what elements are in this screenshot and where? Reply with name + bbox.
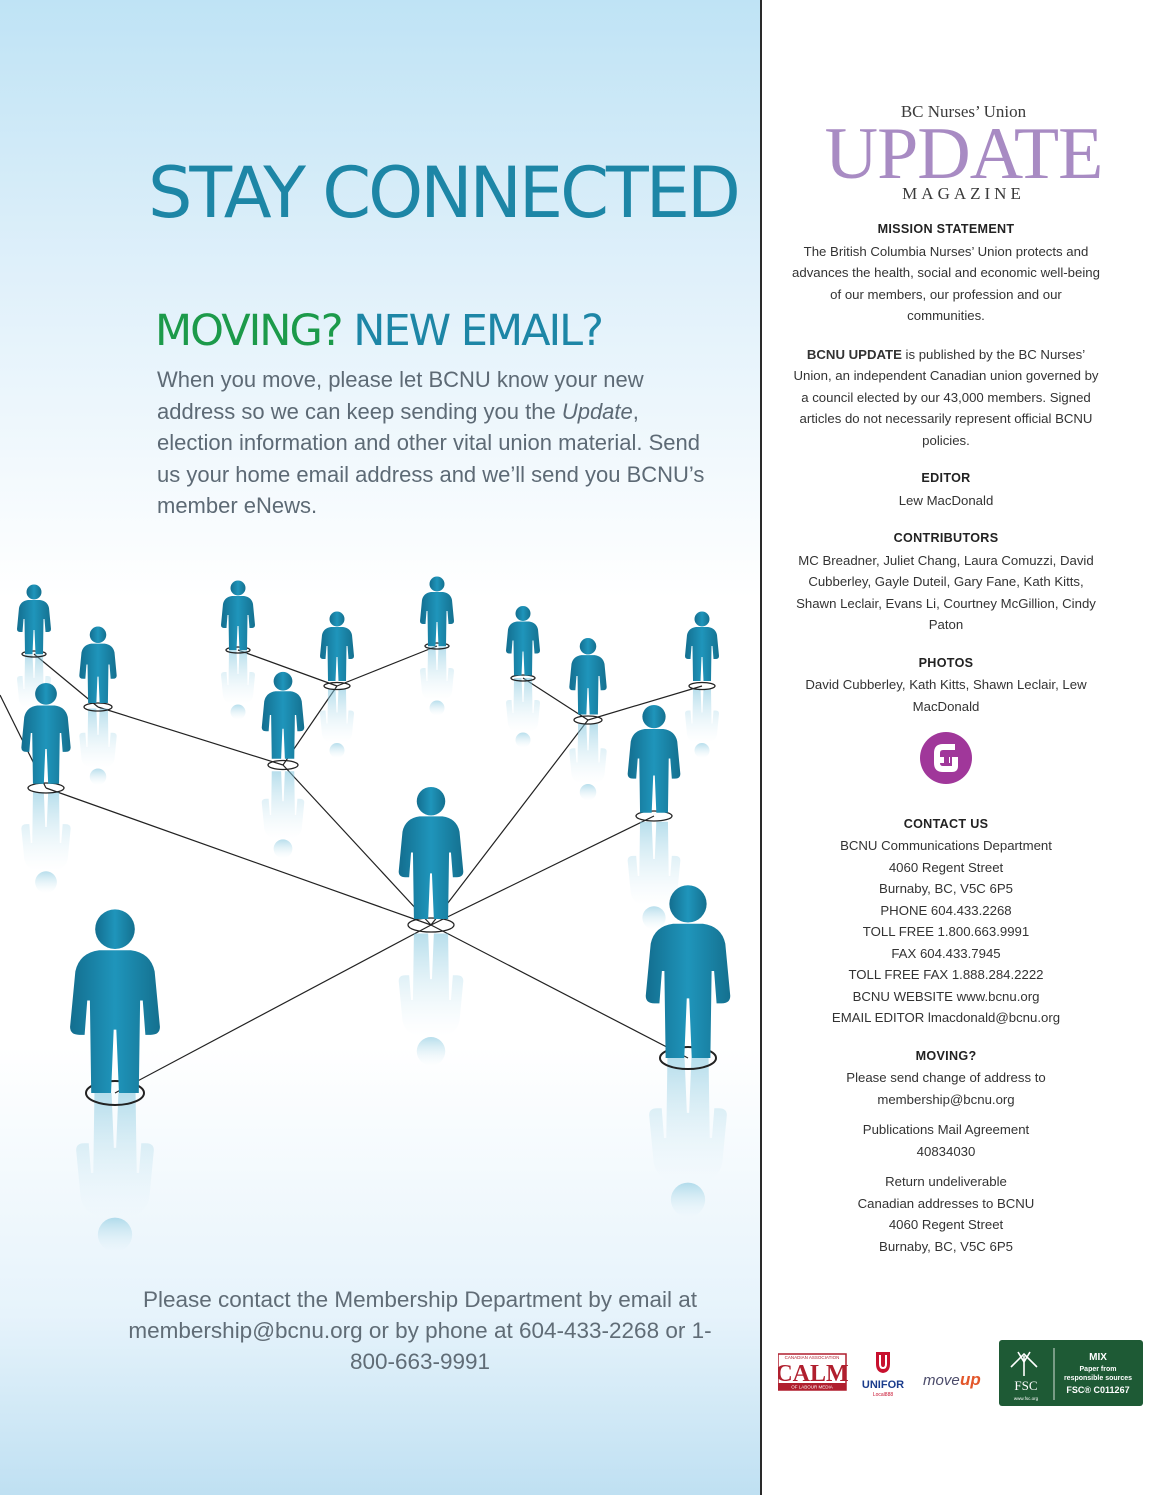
return-line: Burnaby, BC, V5C 6P5 (879, 1238, 1013, 1254)
publications-line: Publications Mail Agreement (862, 1122, 1030, 1137)
moveup-logo: move up (923, 1370, 981, 1389)
masthead-union-name: BC Nurses’ Union (900, 102, 1027, 121)
contact-line: 4060 Regent Street (888, 859, 1004, 875)
fsc-label: FSC (1014, 1378, 1037, 1393)
intro-paragraph: When you move, please let BCNU know your… (157, 364, 717, 522)
calm-label: CALM (778, 1361, 849, 1387)
membership-contact-note: Please contact the Membership Department… (128, 1287, 712, 1374)
publications-line: 40834030 (916, 1143, 976, 1159)
subhead-moving: MOVING? (155, 306, 344, 356)
subheadline: MOVING? NEW EMAIL? (155, 306, 604, 356)
return-line: Canadian addresses to BCNU (857, 1195, 1035, 1211)
editor-heading: EDITOR (921, 471, 971, 485)
mission-text: The British Columbia Nurses’ Union prote… (792, 243, 1100, 324)
moveup-label-2: up (960, 1370, 981, 1389)
contact-heading: CONTACT US (903, 816, 989, 831)
masthead-magazine: MAGAZINE (902, 184, 1025, 203)
photos-block: PHOTOS David Cubberley, Kath Kitts, Shaw… (790, 653, 1102, 718)
fsc-paper-line-1: Paper from (1080, 1366, 1117, 1373)
publisher-block: BCNU UPDATE is published by the BC Nurse… (790, 344, 1102, 452)
fsc-url: www.fsc.org (1014, 1396, 1039, 1401)
calm-logo: CANADIAN ASSOCIATION CALM OF LABOUR MEDI… (778, 1353, 849, 1391)
contact-block: CONTACT US BCNU Communications Departmen… (790, 814, 1102, 1029)
contact-line: BCNU WEBSITE www.bcnu.org (852, 988, 1040, 1004)
contributors-heading: CONTRIBUTORS (893, 531, 999, 545)
contributors-names: MC Breadner, Juliet Chang, Laura Comuzzi… (796, 552, 1096, 633)
column-divider (760, 0, 762, 1495)
intro-italic: Update (561, 398, 633, 424)
fsc-logo: FSC www.fsc.org MIX Paper from responsib… (999, 1340, 1143, 1406)
fsc-mix-label: MIX (1089, 1352, 1107, 1363)
publisher-lead: BCNU UPDATE (806, 346, 902, 362)
publisher-text: BCNU UPDATE is published by the BC Nurse… (790, 344, 1102, 452)
contact-line: TOLL FREE 1.800.663.9991 (862, 924, 1030, 939)
subhead-new-email: NEW EMAIL? (341, 306, 604, 356)
return-line: Return undeliverable (885, 1174, 1007, 1189)
contact-line: PHONE 604.433.2268 (880, 902, 1012, 918)
bcnu-logo (920, 732, 972, 784)
unifor-logo: UNIFOR Local888 (862, 1352, 904, 1398)
mission-block: MISSION STATEMENT The British Columbia N… (790, 219, 1102, 327)
return-line: 4060 Regent Street (888, 1217, 1004, 1232)
moveup-label-1: move (923, 1372, 960, 1389)
mission-heading: MISSION STATEMENT (877, 222, 1015, 236)
contact-line: Burnaby, BC, V5C 6P5 (879, 881, 1013, 896)
fsc-paper-line-2: responsible sources (1064, 1375, 1132, 1382)
contributors-block: CONTRIBUTORS MC Breadner, Juliet Chang, … (790, 528, 1102, 636)
headline: STAY CONNECTED (148, 152, 741, 234)
masthead-info-column: MISSION STATEMENT The British Columbia N… (790, 219, 1102, 1257)
fsc-code: FSC® C011267 (1066, 1385, 1129, 1395)
intro-text-2: , election information and other vital u… (157, 398, 705, 519)
unifor-sub-label: Local888 (873, 1392, 894, 1398)
moving-line: Please send change of address to (846, 1070, 1046, 1085)
editor-block: EDITOR Lew MacDonald (790, 468, 1102, 511)
contact-line: FAX 604.433.7945 (891, 945, 1001, 961)
moving-line: membership@bcnu.org (877, 1091, 1015, 1107)
masthead-title: UPDATE (824, 113, 1104, 195)
partner-logos: CANADIAN ASSOCIATION CALM OF LABOUR MEDI… (778, 1340, 1143, 1406)
contact-line: TOLL FREE FAX 1.888.284.2222 (848, 967, 1044, 982)
photos-heading: PHOTOS (918, 655, 974, 670)
network-people-illustration (0, 576, 731, 1252)
moving-block: MOVING? Please send change of address to… (790, 1046, 1102, 1111)
publisher-body: is published by the BC Nurses’ Union, an… (793, 346, 1099, 448)
publications-block: Publications Mail Agreement 40834030 (790, 1119, 1102, 1162)
return-block: Return undeliverable Canadian addresses … (790, 1171, 1102, 1257)
photos-names: David Cubberley, Kath Kitts, Shawn Lecla… (805, 677, 1087, 714)
contact-line: EMAIL EDITOR lmacdonald@bcnu.org (831, 1010, 1061, 1025)
contact-line: BCNU Communications Department (840, 838, 1052, 853)
editor-name: Lew MacDonald (898, 492, 994, 508)
unifor-label: UNIFOR (862, 1379, 904, 1391)
calm-sub-label: OF LABOUR MEDIA (791, 1385, 833, 1390)
calm-small-label: CANADIAN ASSOCIATION (785, 1355, 840, 1360)
moving-heading: MOVING? (915, 1048, 977, 1063)
intro-text-1: When you move, please let BCNU know your… (157, 367, 644, 424)
